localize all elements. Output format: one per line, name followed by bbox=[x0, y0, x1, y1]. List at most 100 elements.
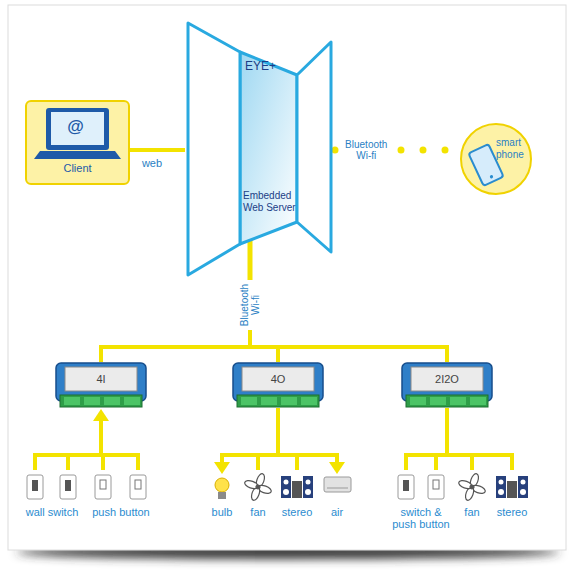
laptop-screen bbox=[46, 108, 109, 150]
device-label: bulb bbox=[202, 506, 242, 518]
speaker-cone bbox=[284, 480, 289, 485]
speaker bbox=[496, 476, 506, 498]
button-key bbox=[135, 480, 141, 489]
button-plate bbox=[130, 475, 146, 499]
ac-body bbox=[324, 477, 351, 492]
laptop-base bbox=[34, 151, 121, 159]
device-label: stereo bbox=[275, 506, 319, 518]
arrow-head bbox=[93, 409, 109, 421]
stereo-unit bbox=[507, 481, 517, 498]
stereo-icon bbox=[281, 476, 528, 498]
eye-back bbox=[297, 42, 331, 252]
device-label: stereo bbox=[490, 506, 534, 518]
device-label: wall switch bbox=[17, 506, 87, 518]
speaker bbox=[303, 476, 313, 498]
terminal bbox=[450, 397, 466, 405]
terminal bbox=[124, 397, 140, 405]
at-symbol: @ bbox=[49, 117, 102, 137]
switch-toggle bbox=[32, 480, 38, 491]
eye-front bbox=[188, 23, 240, 275]
arrow-head bbox=[329, 462, 345, 474]
terminal bbox=[261, 397, 277, 405]
eye-body bbox=[240, 52, 297, 244]
speaker bbox=[518, 476, 528, 498]
terminal-strip bbox=[60, 395, 142, 407]
switch-toggle bbox=[403, 480, 409, 491]
module-name: 4I bbox=[65, 367, 137, 391]
switch-plate bbox=[60, 475, 76, 499]
bulb-icon bbox=[215, 478, 229, 499]
output-wires bbox=[220, 408, 339, 470]
terminal-strip bbox=[406, 395, 488, 407]
fan-blade bbox=[244, 479, 260, 490]
speaker-cone bbox=[499, 480, 504, 485]
phone-label: smart phone bbox=[496, 137, 532, 160]
button-plate bbox=[95, 475, 111, 499]
io-module: 4O bbox=[232, 362, 324, 408]
terminal bbox=[410, 397, 426, 405]
io-module: 2I2O bbox=[401, 362, 493, 408]
terminal bbox=[281, 397, 297, 405]
push-button-icon bbox=[95, 475, 444, 499]
speaker-cone bbox=[521, 480, 526, 485]
ac-vent bbox=[327, 488, 348, 489]
gateway-shape: EYE+Embedded Web Server bbox=[185, 20, 335, 280]
io-module: 4I bbox=[55, 362, 147, 408]
fan-icon bbox=[244, 473, 273, 502]
laptop-icon bbox=[27, 102, 132, 187]
wire-link bbox=[130, 148, 185, 152]
air-conditioner-icon bbox=[324, 477, 351, 492]
wire-link bbox=[250, 280, 447, 362]
terminal bbox=[470, 397, 486, 405]
module-panel bbox=[65, 367, 137, 391]
client-label: Client bbox=[27, 162, 128, 175]
switch-plate bbox=[398, 475, 414, 499]
speaker-cone bbox=[283, 489, 289, 495]
fan-blade bbox=[458, 479, 474, 490]
terminal bbox=[84, 397, 100, 405]
eye-outline bbox=[185, 20, 335, 280]
device-label: fan bbox=[241, 506, 275, 518]
fan-hub bbox=[470, 485, 474, 489]
bulb-glass bbox=[215, 478, 229, 492]
module-name: 4O bbox=[242, 367, 314, 391]
switch-plate bbox=[27, 475, 43, 499]
speaker-cone bbox=[520, 489, 526, 495]
arrow-head bbox=[214, 462, 230, 474]
device-label: air bbox=[320, 506, 354, 518]
device-label: push button bbox=[86, 506, 156, 518]
module-panel bbox=[242, 367, 314, 391]
button-key bbox=[433, 480, 439, 489]
fan-icon bbox=[458, 473, 487, 502]
input-wires bbox=[33, 419, 140, 470]
speaker bbox=[281, 476, 291, 498]
link-label: web bbox=[127, 158, 177, 169]
speaker-cone bbox=[306, 480, 311, 485]
device-label: fan bbox=[457, 506, 487, 518]
terminal bbox=[241, 397, 257, 405]
trunk-stub bbox=[248, 238, 253, 280]
link-label: Bluetooth Wi-fi bbox=[341, 139, 391, 161]
device-label: switch & push button bbox=[390, 506, 452, 530]
button-key bbox=[100, 480, 106, 489]
wall-switch-icon bbox=[27, 475, 414, 499]
mixed-wires bbox=[404, 408, 514, 470]
bulb-base bbox=[218, 492, 226, 499]
phone-circle: smart phone bbox=[460, 123, 532, 195]
product-name: EYE+ bbox=[245, 60, 295, 74]
link-label: Bluetooth Wi-fi bbox=[239, 280, 261, 330]
module-name: 2I2O bbox=[411, 367, 483, 391]
module-panel bbox=[411, 367, 483, 391]
phone-icon bbox=[462, 125, 532, 195]
wire-link bbox=[101, 280, 250, 362]
terminal-strip bbox=[237, 395, 319, 407]
card-frame bbox=[8, 5, 566, 550]
phone-button bbox=[489, 175, 493, 179]
terminal bbox=[430, 397, 446, 405]
speaker-cone bbox=[498, 489, 504, 495]
speaker-cone bbox=[305, 489, 311, 495]
stereo-unit bbox=[292, 481, 302, 498]
terminal bbox=[64, 397, 80, 405]
switch-toggle bbox=[65, 480, 71, 491]
